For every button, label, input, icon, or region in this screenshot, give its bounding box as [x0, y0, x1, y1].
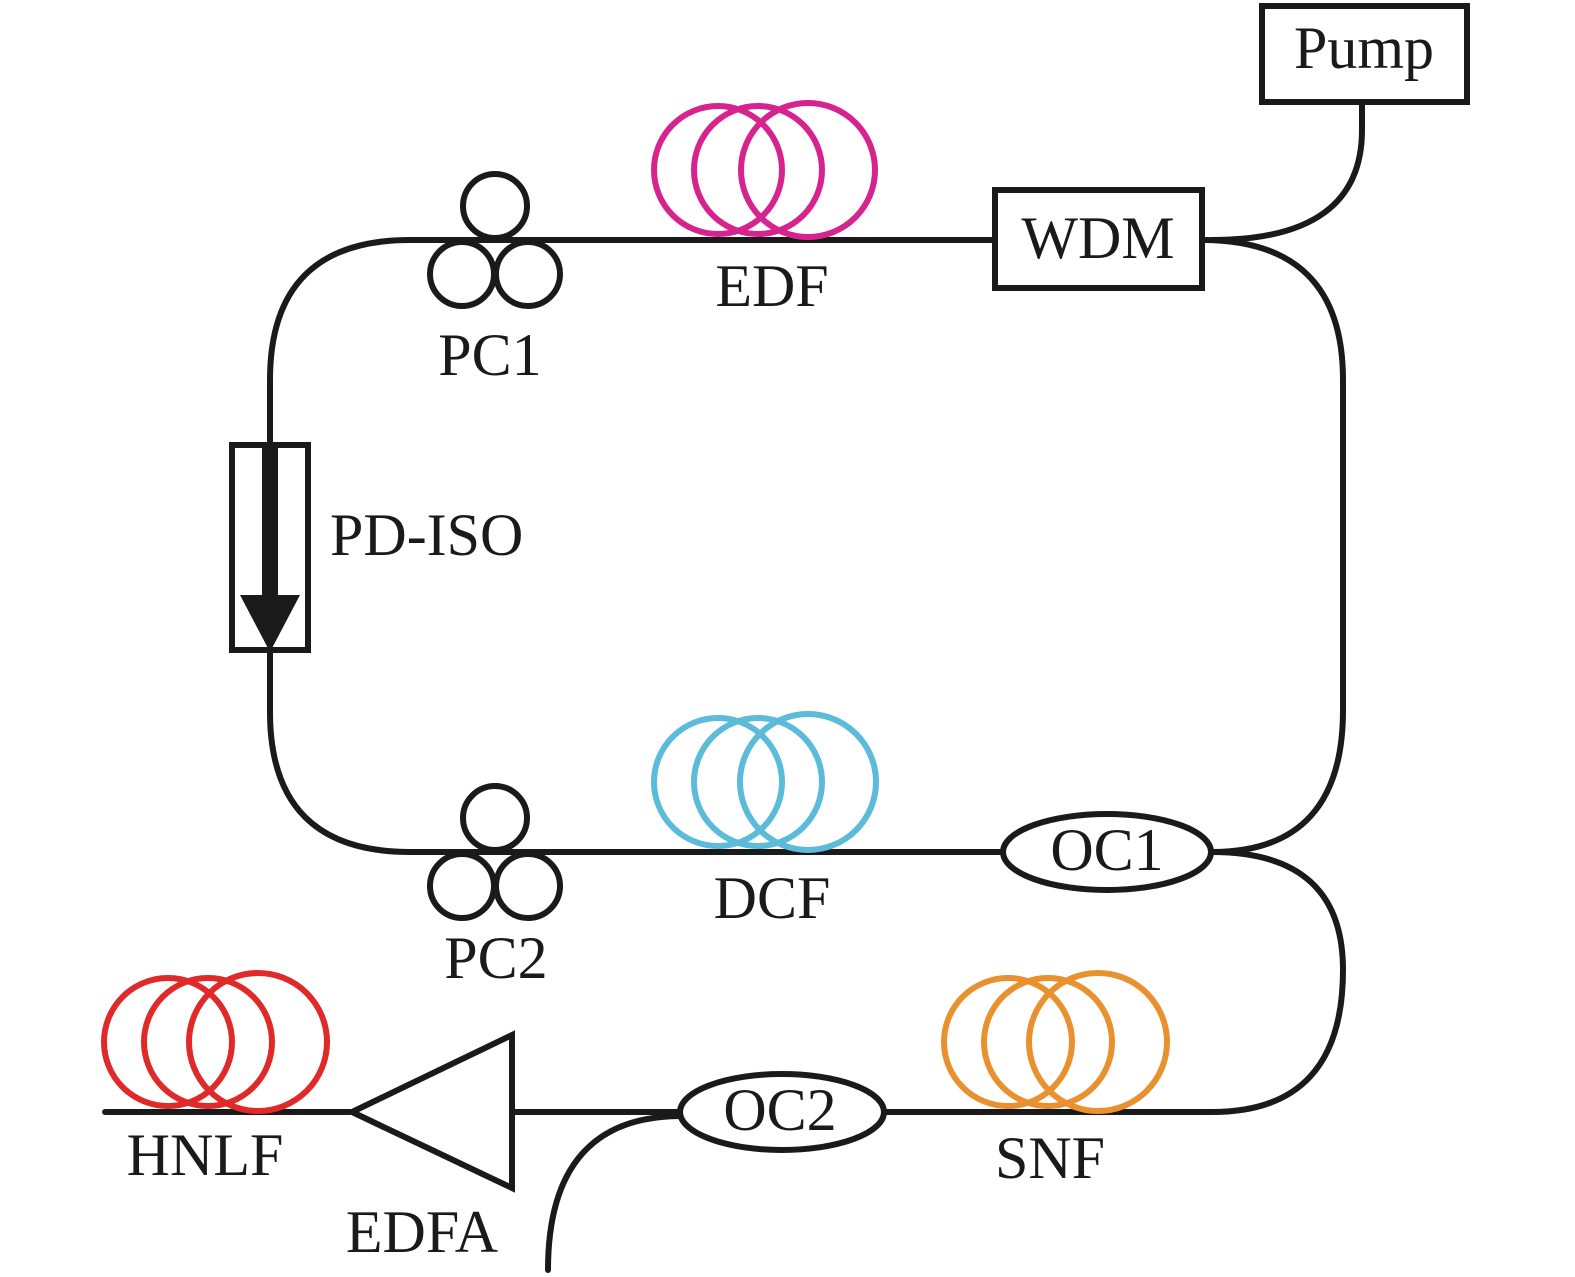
- output-loop-fiber: [882, 849, 1347, 1115]
- pump-label: Pump: [1294, 15, 1434, 81]
- edf-label: EDF: [715, 253, 828, 319]
- edfa-label: EDFA: [346, 1199, 498, 1265]
- ring-top-fiber: [267, 237, 998, 448]
- fiber-paths: [102, 99, 1365, 1273]
- pd-iso-label: PD-ISO: [330, 502, 523, 568]
- dcf-spool: [651, 711, 879, 853]
- ring-right-fiber: [1199, 237, 1346, 855]
- pd-iso-isolator: [229, 442, 311, 653]
- snf-spool: [941, 970, 1170, 1114]
- wdm-box: WDM: [992, 187, 1205, 291]
- oc2-coupler: OC2: [677, 1071, 887, 1153]
- pc1-polarization-controller: [427, 171, 563, 309]
- edf-spool: [651, 100, 878, 240]
- pc2-polarization-controller: [427, 783, 563, 921]
- oc2-tap-fiber: [545, 1113, 685, 1273]
- hnlf-spool: [101, 970, 330, 1114]
- dcf-label: DCF: [714, 865, 831, 931]
- pump-fiber: [1209, 99, 1365, 243]
- wdm-label: WDM: [1021, 205, 1174, 271]
- pc2-label: PC2: [444, 925, 547, 991]
- edfa-amplifier: [345, 1030, 515, 1193]
- oc2-label: OC2: [723, 1077, 836, 1143]
- oc1-label: OC1: [1050, 817, 1163, 883]
- oc1-coupler: OC1: [1000, 811, 1214, 893]
- pc1-label: PC1: [438, 322, 541, 388]
- snf-label: SNF: [995, 1125, 1105, 1191]
- ring-bottom-fiber: [267, 647, 1008, 855]
- pump-box: Pump: [1259, 3, 1470, 105]
- hnlf-label: HNLF: [127, 1122, 284, 1188]
